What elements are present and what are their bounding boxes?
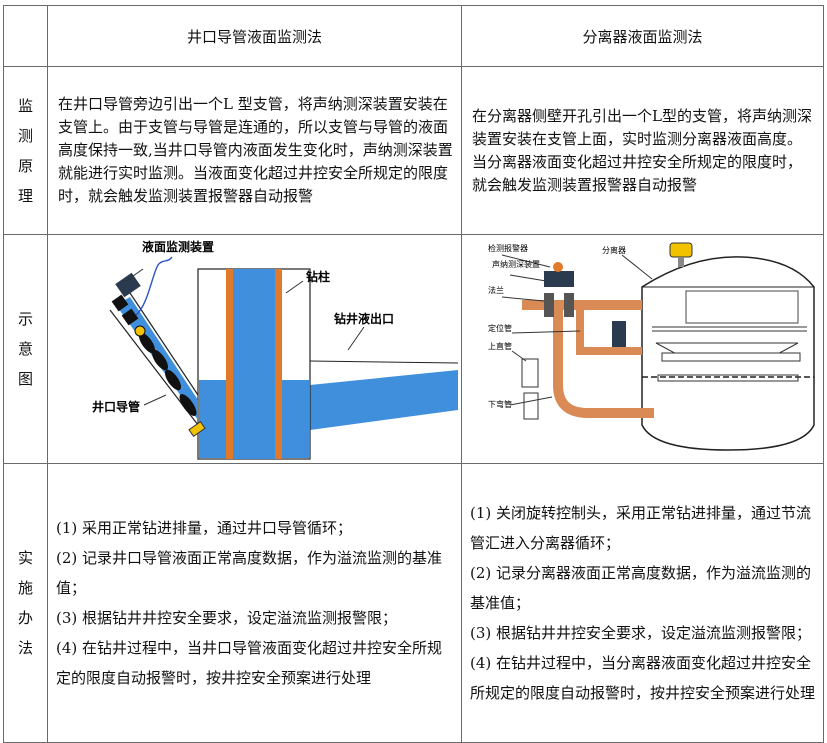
sonar-head-icon xyxy=(544,271,574,287)
label-outlet: 钻井液出口 xyxy=(334,311,394,326)
drill-wall-right xyxy=(275,269,282,459)
corner-cell xyxy=(3,5,48,67)
vessel-tray xyxy=(661,352,801,362)
wellhead-diagram: 液面监测装置 钻柱 钻井液出口 井口导管 xyxy=(92,239,459,460)
impl2-step-1: (1) 关闭旋转控制头，采用正常钻进排量，通过节流管汇进入分离器循环； xyxy=(470,504,812,552)
alarm-stem xyxy=(678,257,684,267)
label-locator: 定位管 xyxy=(488,323,512,333)
drill-wall-left xyxy=(226,269,233,459)
label-device: 液面监测装置 xyxy=(142,239,214,254)
principle-col2: 在分离器侧壁开孔引出一个L型的支管，将声纳测深装置安装在支管上面，实时监测分离器… xyxy=(461,66,824,235)
label-flange: 法兰 xyxy=(488,285,504,295)
alarm-leader xyxy=(501,254,551,268)
label-upper: 上直管 xyxy=(488,341,512,351)
sensor-dot-icon xyxy=(553,262,563,272)
flange-b xyxy=(564,293,574,317)
separator-leader xyxy=(621,254,653,280)
impl1-step-2: (2) 记录井口导管液面正常高度数据，作为溢流监测的基准值； xyxy=(56,549,443,597)
alarm-light-icon xyxy=(669,242,693,258)
branch-pipe-line-b xyxy=(129,292,199,396)
label-conductor: 井口导管 xyxy=(92,399,140,414)
upper-leader xyxy=(511,350,527,362)
label-alarm: 检测报警器 xyxy=(488,243,528,253)
comparison-table: 井口导管液面监测法 分离器液面监测法 监 测 原 理 在井口导管旁边引出一个L … xyxy=(3,5,824,743)
drill-leader xyxy=(285,280,304,294)
device-leader xyxy=(125,268,144,282)
flange-3 xyxy=(164,369,182,391)
l-pipe-lower xyxy=(553,301,654,418)
header-col1: 井口导管液面监测法 xyxy=(47,5,462,67)
drill-string xyxy=(226,269,282,459)
gauge-icon xyxy=(134,325,146,337)
lower-support-icon xyxy=(523,392,539,420)
implementation-col1: (1) 采用正常钻进排量，通过井口导管循环； (2) 记录井口导管液面正常高度数… xyxy=(47,463,462,743)
principle-row: 监 测 原 理 在井口导管旁边引出一个L 型支管，将声纳测深装置安装在支管上。由… xyxy=(3,66,824,235)
upper-support-icon xyxy=(521,358,539,388)
impl1-step-3: (3) 根据钻井井控安全要求，设定溢流监测报警限； xyxy=(56,609,398,627)
label-lower: 下弯管 xyxy=(488,399,512,409)
sensor-box2-icon xyxy=(121,308,139,326)
impl1-step-1: (1) 采用正常钻进排量，通过井口导管循环； xyxy=(56,519,353,537)
sonar-device-icon xyxy=(115,272,141,298)
conductor-leader xyxy=(143,394,167,406)
implementation-col2: (1) 关闭旋转控制头，采用正常钻进排量，通过节流管汇进入分离器循环； (2) … xyxy=(461,463,824,743)
locator-leader xyxy=(511,330,581,334)
principle-row-label: 监 测 原 理 xyxy=(3,66,48,235)
impl2-step-4: (4) 在钻井过程中，当分离器液面变化超过井控安全所规定的限度自动报警时，按井控… xyxy=(470,654,816,702)
flange-2 xyxy=(151,349,169,371)
outlet-top-line xyxy=(309,360,459,364)
sensor-box-icon xyxy=(111,294,129,312)
signal-wave-icon xyxy=(135,256,173,316)
vessel-plate xyxy=(657,374,799,382)
diagram-row: 示 意 图 xyxy=(3,234,824,464)
principle-col1: 在井口导管旁边引出一个L 型支管，将声纳测深装置安装在支管上。由于支管与导管是连… xyxy=(47,66,462,235)
diagram-row-label: 示 意 图 xyxy=(3,234,48,464)
label-separator: 分离器 xyxy=(602,245,626,255)
impl2-step-3: (3) 根据钻井井控安全要求，设定溢流监测报警限； xyxy=(470,624,812,642)
outlet-leader xyxy=(347,326,365,351)
label-sonar: 声纳测深装置 xyxy=(492,259,540,269)
implementation-row: 实 施 办 法 (1) 采用正常钻进排量，通过井口导管循环； (2) 记录井口导… xyxy=(3,463,824,743)
lower-leader xyxy=(509,396,553,406)
outlet-flow xyxy=(310,370,458,430)
flange-leader xyxy=(501,296,545,302)
separator-diagram: 检测报警器 声纳测深装置 分离器 法兰 定位管 上直管 下弯管 xyxy=(488,242,815,451)
header-row: 井口导管液面监测法 分离器液面监测法 xyxy=(3,5,824,67)
impl2-step-2: (2) 记录分离器液面正常高度数据，作为溢流监测的基准值； xyxy=(470,564,812,612)
impl1-step-4: (4) 在钻井过程中，当井口导管液面变化超过井控安全所规定的限度自动报警时，按井… xyxy=(56,639,443,687)
clamp-icon xyxy=(188,421,206,437)
locator-clamp-icon xyxy=(612,321,626,347)
sonar-leader xyxy=(509,274,547,282)
header-col2: 分离器液面监测法 xyxy=(461,5,824,67)
flange-4 xyxy=(179,393,197,417)
separator-diagram-cell: 检测报警器 声纳测深装置 分离器 法兰 定位管 上直管 下弯管 xyxy=(461,234,824,464)
implementation-row-label: 实 施 办 法 xyxy=(3,463,48,743)
flange-a xyxy=(544,293,554,317)
flange-1 xyxy=(138,332,156,354)
l-pipe-mid xyxy=(576,309,642,355)
wellhead-diagram-cell: 液面监测装置 钻柱 钻井液出口 井口导管 xyxy=(47,234,462,464)
vessel-internal-1 xyxy=(685,290,799,324)
label-drill: 钻柱 xyxy=(306,269,330,284)
